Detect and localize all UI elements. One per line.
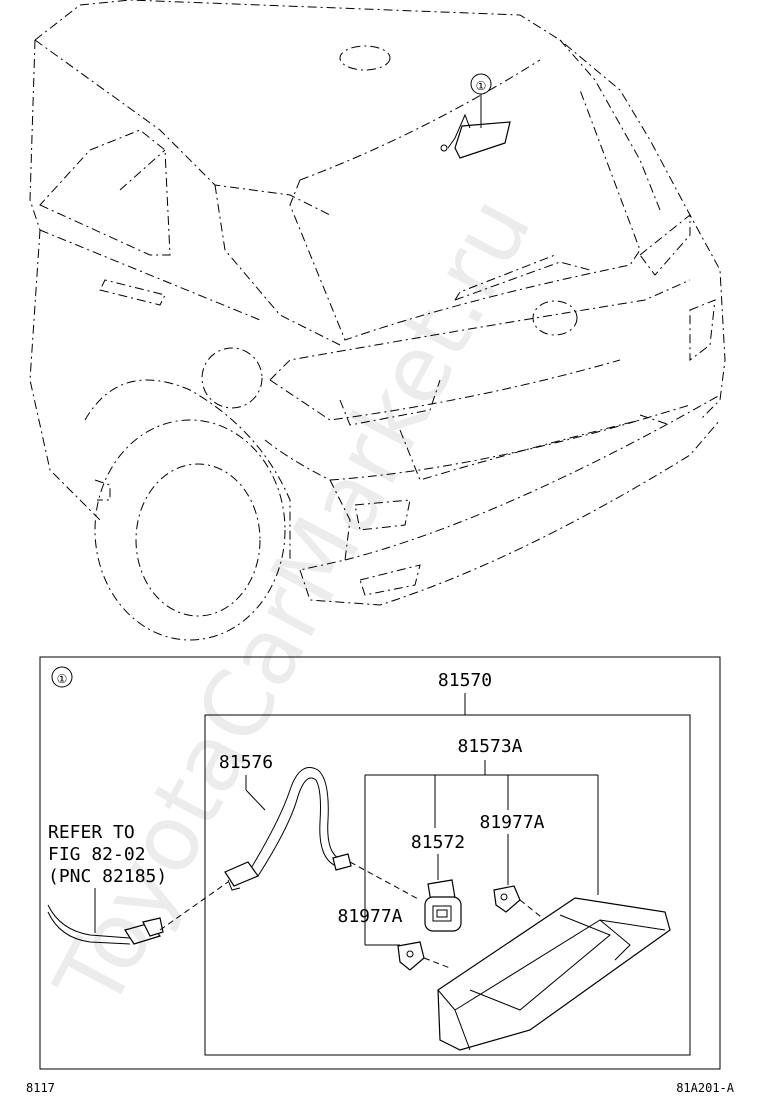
label-assembly: 81570 xyxy=(438,670,492,691)
callout-marker-detail: ① xyxy=(51,666,73,688)
label-clip-upper: 81977A xyxy=(479,812,544,833)
label-wire: 81576 xyxy=(219,752,273,773)
socket xyxy=(424,879,462,932)
watermark: ToyotaCarMarket.ru xyxy=(34,180,552,1026)
connect-line-2 xyxy=(349,861,421,901)
svg-text:①: ① xyxy=(476,79,487,93)
callout-marker-top: ① xyxy=(470,73,492,128)
clip-upper xyxy=(493,885,521,913)
external-cable xyxy=(47,904,164,945)
page-number: 8117 xyxy=(26,1081,55,1095)
clip-lower xyxy=(397,941,425,971)
svg-text:REFER TO: REFER TO xyxy=(48,822,135,843)
svg-text:FIG 82-02: FIG 82-02 xyxy=(48,844,146,865)
svg-text:(PNC 82185): (PNC 82185) xyxy=(48,866,167,887)
assembly-frame xyxy=(204,714,691,1056)
detail-frame xyxy=(39,656,721,1070)
figure-code: 81A201-A xyxy=(676,1081,735,1095)
connect-line-1 xyxy=(159,881,229,931)
lamp-housing xyxy=(437,897,671,1051)
connect-line-3 xyxy=(519,899,546,921)
bracket-housing xyxy=(364,760,599,945)
wire-harness xyxy=(224,767,352,891)
vehicle-rear-view xyxy=(29,0,726,641)
label-clip-lower: 81977A xyxy=(337,906,402,927)
label-housing: 81573A xyxy=(457,736,522,757)
connect-line-4 xyxy=(423,957,451,969)
reference-note: REFER TO FIG 82-02 (PNC 82185) xyxy=(48,822,167,933)
label-socket: 81572 xyxy=(411,832,465,853)
svg-text:①: ① xyxy=(57,672,68,686)
